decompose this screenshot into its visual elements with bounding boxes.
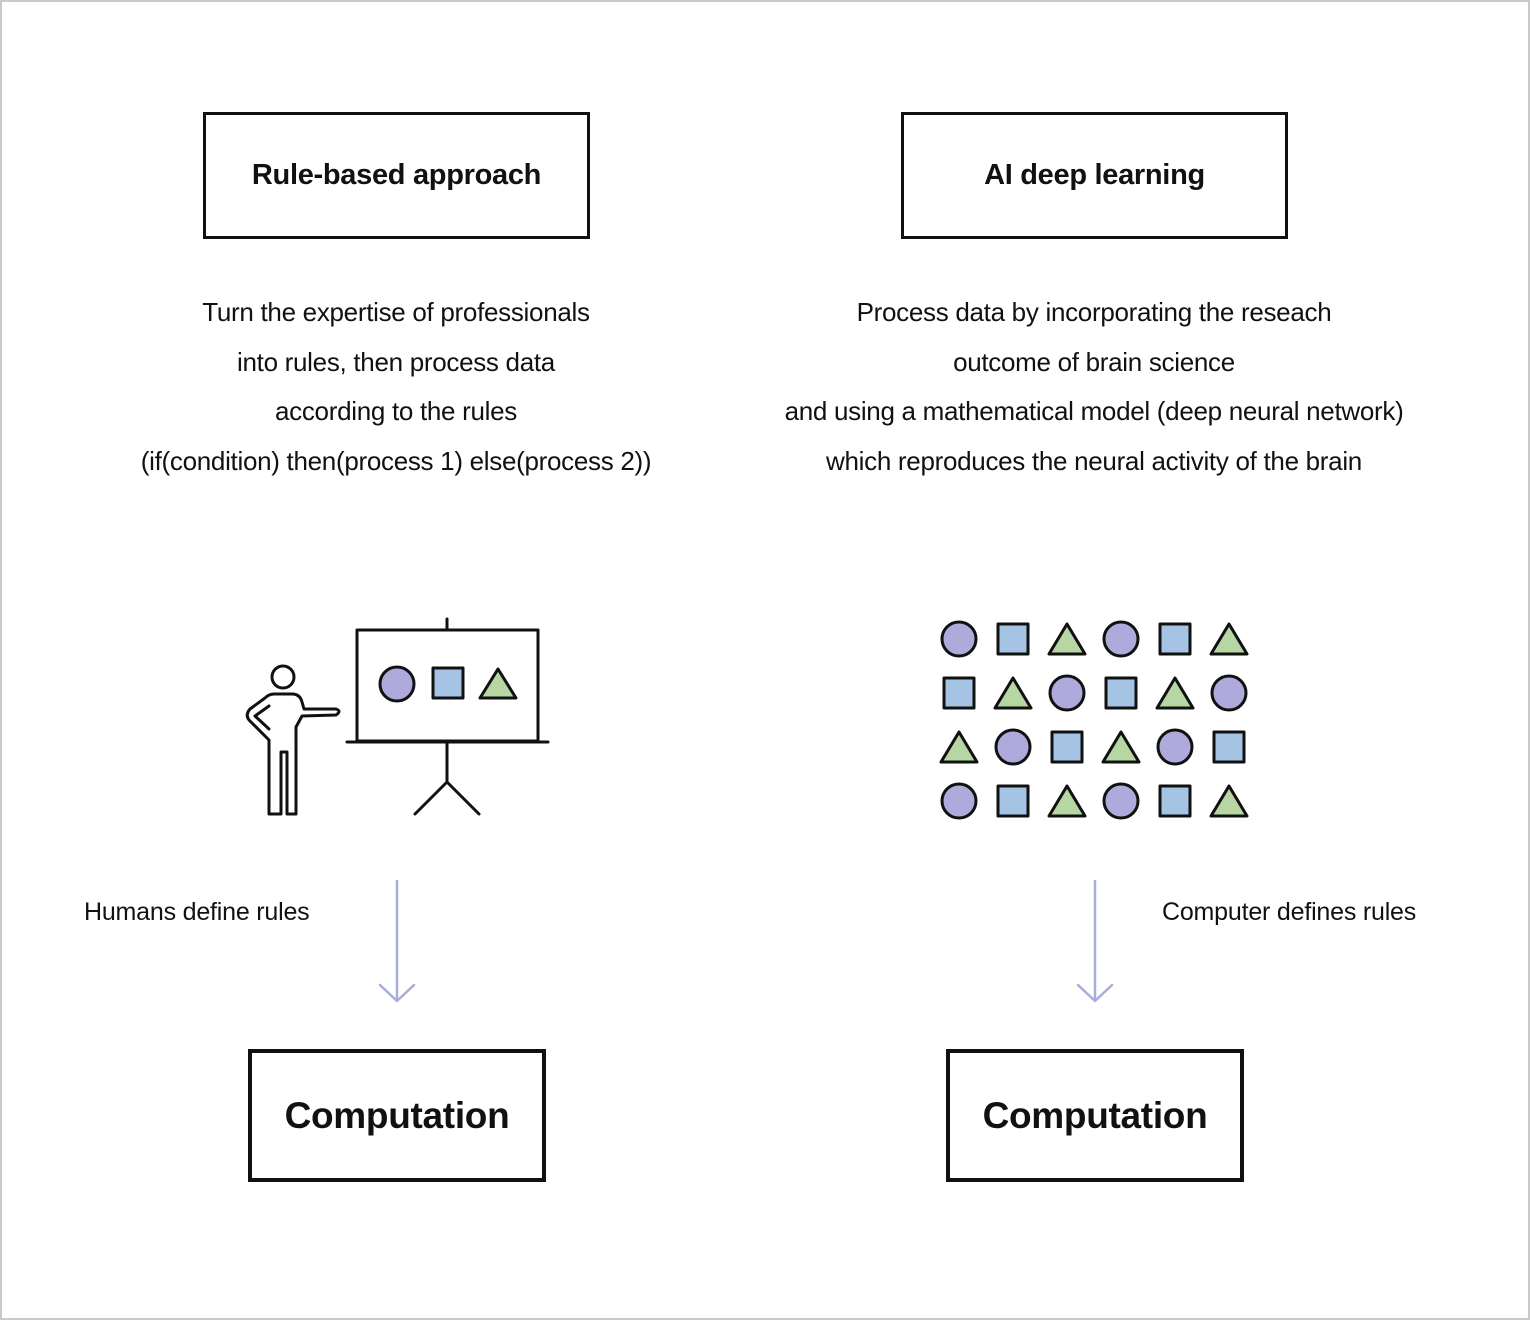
description-line: Process data by incorporating the reseac… bbox=[856, 297, 1332, 327]
grid-square-shape bbox=[942, 676, 976, 710]
right-computation-box: Computation bbox=[946, 1049, 1244, 1182]
grid-circle-shape bbox=[994, 728, 1032, 766]
rule-based-title: Rule-based approach bbox=[251, 159, 542, 191]
grid-square-shape bbox=[1158, 784, 1192, 818]
grid-circle-shape bbox=[1210, 674, 1248, 712]
deep-learning-title-box: AI deep learning bbox=[901, 112, 1288, 239]
left-computation-label: Computation bbox=[284, 1094, 510, 1136]
grid-triangle-shape bbox=[1155, 676, 1195, 710]
left-computation-box: Computation bbox=[248, 1049, 546, 1182]
grid-circle-shape bbox=[1156, 728, 1194, 766]
board-triangle-shape bbox=[478, 667, 518, 700]
grid-triangle-shape bbox=[993, 676, 1033, 710]
grid-triangle-shape bbox=[1209, 784, 1249, 818]
grid-square-shape bbox=[1104, 676, 1138, 710]
grid-triangle-shape bbox=[1209, 622, 1249, 656]
description-line: (if(condition) then(process 1) else(proc… bbox=[140, 445, 652, 476]
deep-learning-description: Process data by incorporating the reseac… bbox=[729, 288, 1459, 486]
humans-define-rules-label: Humans define rules bbox=[84, 898, 310, 926]
board-square-shape bbox=[431, 666, 465, 700]
description-line: according to the rules bbox=[275, 396, 517, 426]
board-circle-shape bbox=[378, 665, 416, 703]
grid-square-shape bbox=[1050, 730, 1084, 764]
grid-triangle-shape bbox=[939, 730, 979, 764]
grid-square-shape bbox=[996, 622, 1030, 656]
description-line: which reproduces the neural activity of … bbox=[826, 445, 1362, 476]
description-line: Turn the expertise of professionals bbox=[202, 297, 590, 327]
right-down-arrow bbox=[1076, 879, 1114, 1003]
grid-square-shape bbox=[1158, 622, 1192, 656]
computer-defines-rules-label: Computer defines rules bbox=[1162, 898, 1417, 926]
description-line: outcome of brain science bbox=[953, 346, 1235, 377]
grid-square-shape bbox=[996, 784, 1030, 818]
description-line: and using a mathematical model (deep neu… bbox=[784, 396, 1404, 426]
grid-triangle-shape bbox=[1101, 730, 1141, 764]
grid-circle-shape bbox=[940, 620, 978, 658]
left-down-arrow bbox=[378, 879, 416, 1003]
grid-square-shape bbox=[1212, 730, 1246, 764]
rule-based-title-box: Rule-based approach bbox=[203, 112, 590, 239]
grid-circle-shape bbox=[1102, 620, 1140, 658]
presenter-illustration bbox=[245, 617, 550, 816]
right-computation-label: Computation bbox=[982, 1094, 1208, 1136]
grid-triangle-shape bbox=[1047, 622, 1087, 656]
grid-circle-shape bbox=[1102, 782, 1140, 820]
presentation-board-icon bbox=[345, 617, 550, 816]
rule-based-description: Turn the expertise of professionals into… bbox=[46, 288, 746, 486]
shape-grid-illustration bbox=[939, 620, 1249, 820]
grid-circle-shape bbox=[940, 782, 978, 820]
grid-circle-shape bbox=[1048, 674, 1086, 712]
description-line: into rules, then process data bbox=[237, 346, 555, 377]
deep-learning-title: AI deep learning bbox=[984, 159, 1205, 191]
person-icon bbox=[245, 664, 341, 816]
grid-triangle-shape bbox=[1047, 784, 1087, 818]
